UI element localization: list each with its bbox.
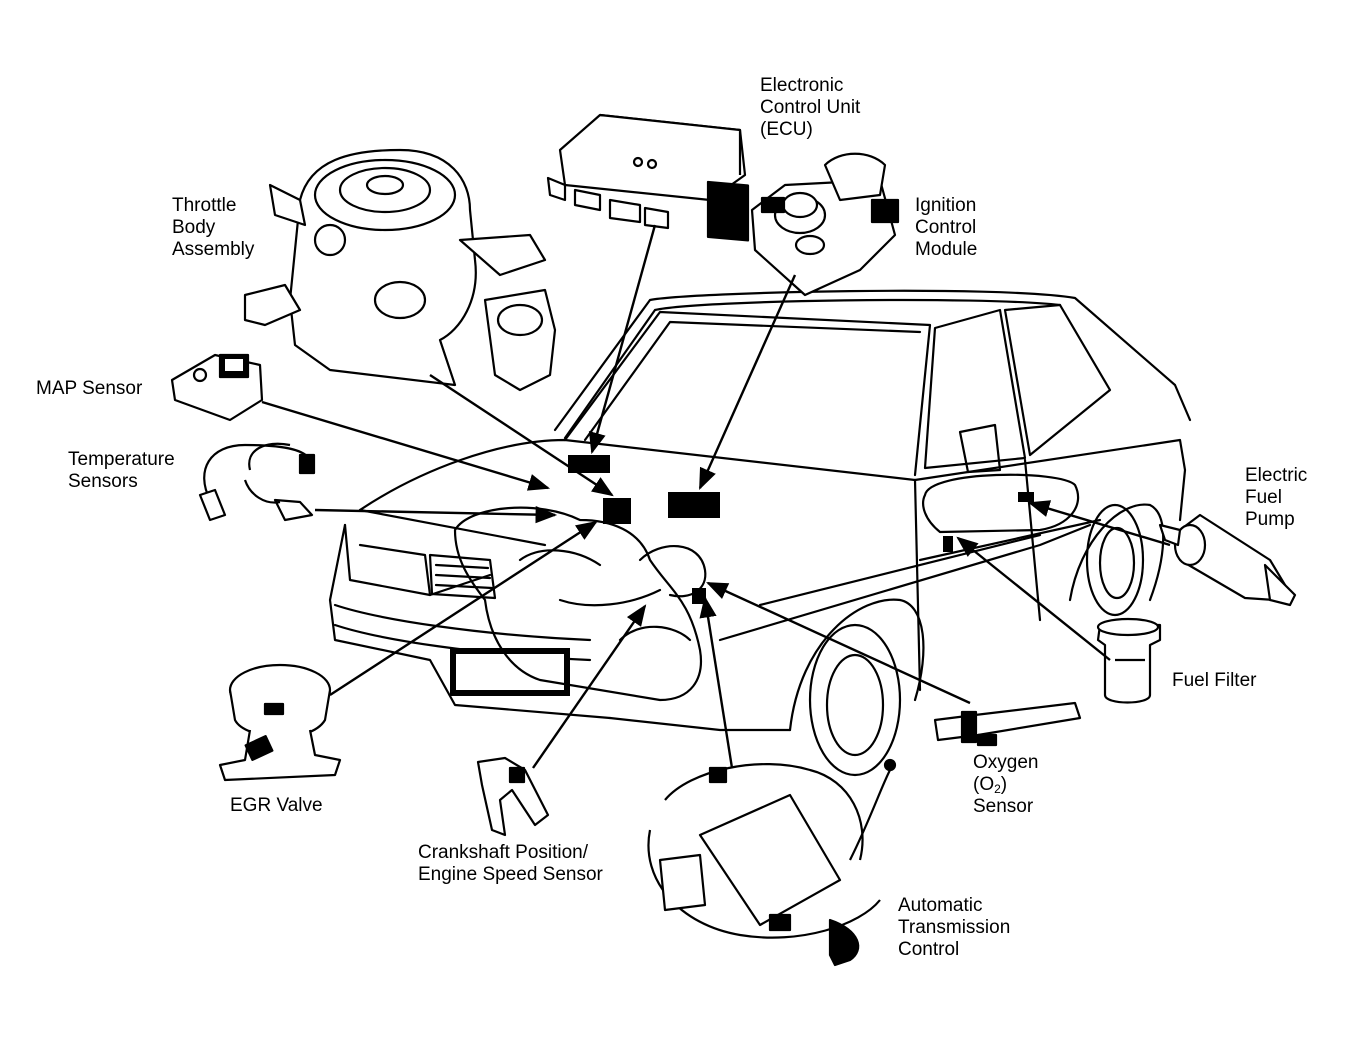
fuel-pump-label-line-2: Fuel (1245, 487, 1282, 508)
fuel-pump-label-line-3: Pump (1245, 509, 1295, 530)
oxygen-sensor-illustration (933, 701, 1082, 747)
crankshaft-sensor-label-line-2: Engine Speed Sensor (418, 864, 603, 885)
crankshaft-sensor-illustration (476, 756, 550, 837)
temperature-sensors-label-line-2: Sensors (68, 471, 138, 492)
ecu-label: Electronic Control Unit (ECU) (760, 75, 860, 141)
ecu-label-line-3: (ECU) (760, 119, 813, 140)
fuel-filter-label: Fuel Filter (1172, 670, 1257, 691)
transmission-control-label-line-2: Transmission (898, 917, 1011, 938)
temperature-sensors-label: Temperature Sensors (68, 449, 175, 493)
throttle-body-label-line-2: Body (172, 217, 216, 238)
temperature-sensors-label-line-1: Temperature (68, 449, 175, 470)
fuel-pump-illustration (1158, 513, 1297, 607)
map-sensor-label: MAP Sensor (36, 378, 143, 399)
ignition-module-label-line-1: Ignition (915, 195, 977, 216)
ignition-module-label-line-3: Module (915, 239, 978, 260)
ignition-module-illustration (750, 152, 900, 297)
oxygen-sensor-label: Oxygen (O2) Sensor (973, 752, 1038, 818)
throttle-body-label: Throttle Body Assembly (172, 195, 254, 261)
component-markers (568, 455, 1034, 604)
transmission-control-label-line-3: Control (898, 939, 960, 960)
ignition-module-label-line-2: Control (915, 217, 977, 238)
car-illustration (328, 289, 1192, 777)
map-sensor-illustration (170, 353, 264, 422)
oxygen-close: ) (1000, 774, 1008, 795)
fuel-pump-label: Electric Fuel Pump (1245, 465, 1307, 531)
oxygen-subscript: 2 (994, 782, 1001, 796)
throttle-body-label-line-1: Throttle (172, 195, 237, 216)
oxygen-sensor-label-line-1: Oxygen (973, 752, 1039, 773)
egr-valve-illustration (218, 663, 342, 782)
fuel-filter-illustration (1096, 617, 1162, 704)
oxygen-sensor-label-line-2: (O2) (973, 774, 1038, 796)
transmission-control-illustration (647, 758, 897, 967)
throttle-body-illustration (243, 148, 557, 392)
egr-valve-label: EGR Valve (230, 795, 323, 816)
oxygen-sensor-label-line-3: Sensor (973, 796, 1034, 817)
temperature-sensors-illustration (198, 442, 316, 522)
fuel-pump-label-line-1: Electric (1245, 465, 1308, 486)
transmission-control-label-line-1: Automatic (898, 895, 983, 916)
crankshaft-sensor-label: Crankshaft Position/ Engine Speed Sensor (418, 842, 603, 886)
ecu-illustration (546, 113, 750, 242)
callout-arrows (261, 224, 1171, 769)
crankshaft-sensor-label-line-1: Crankshaft Position/ (418, 842, 589, 863)
ecu-label-line-2: Control Unit (760, 97, 861, 118)
ignition-module-label: Ignition Control Module (915, 195, 977, 261)
throttle-body-label-line-3: Assembly (172, 239, 255, 260)
transmission-control-label: Automatic Transmission Control (898, 895, 1010, 961)
ecu-label-line-1: Electronic (760, 75, 844, 96)
oxygen-open: (O (973, 774, 995, 795)
